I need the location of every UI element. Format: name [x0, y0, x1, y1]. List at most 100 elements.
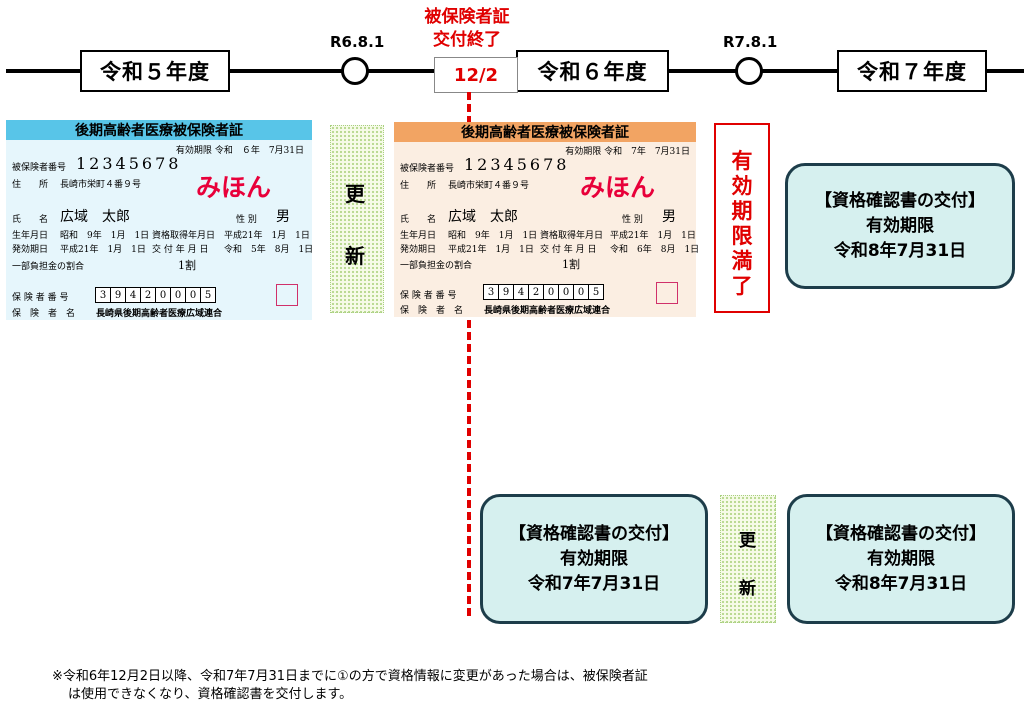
- birth-label: 生年月日: [12, 231, 49, 241]
- renewal-char-2: 新: [739, 579, 756, 599]
- certificate-end-label-line1: 被保険者証: [424, 7, 510, 27]
- insurer-number-digits: 3 9 4 2 0 0 0 5: [95, 287, 216, 303]
- address-label: 住 所: [12, 180, 49, 190]
- expiry-box: 有 効 期 限 満 了: [714, 123, 770, 313]
- certificate-end-label-line2: 交付終了: [433, 30, 501, 50]
- insurer-digit: 0: [155, 287, 171, 303]
- sex-label: 性 別: [622, 215, 643, 225]
- insured-number: 12345678: [464, 155, 570, 174]
- acquire-label: 資格取得年月日: [540, 231, 604, 241]
- burden-ratio: 1割: [562, 258, 580, 271]
- acquire-label: 資格取得年月日: [152, 231, 216, 241]
- expiry-char: 有: [731, 149, 753, 173]
- insurer-digit: 9: [110, 287, 126, 303]
- birth: 昭和 9年 1月 1日: [448, 231, 538, 241]
- certificate-box-bottom-right: 【資格確認書の交付】 有効期限 令和8年7月31日: [787, 494, 1015, 624]
- acquire: 平成21年 1月 1日: [224, 231, 310, 241]
- insured-number-label: 被保険者番号: [400, 164, 455, 174]
- issue-date: 令和 6年 8月 1日: [610, 245, 700, 255]
- end-date-dashed-line: [467, 92, 471, 616]
- footnote-line-2: は使用できなくなり、資格確認書を交付します。: [68, 687, 353, 702]
- insured-number-label: 被保険者番号: [12, 163, 67, 173]
- insured-name: 広域 太郎: [448, 209, 518, 225]
- validity-label: 有効期限: [175, 146, 212, 156]
- insurer-digit: 0: [170, 287, 186, 303]
- burden-ratio: 1割: [178, 259, 196, 272]
- date-r7-8-1: R7.8.1: [723, 33, 778, 51]
- fiscal-year-r6: 令和６年度: [516, 50, 669, 92]
- address: 長崎市栄町４番９号: [448, 181, 530, 191]
- acquire: 平成21年 1月 1日: [610, 231, 696, 241]
- insurer-digit: 2: [528, 284, 544, 300]
- issue-effective-label: 発効期日: [12, 245, 49, 255]
- issue-effective: 平成21年 1月 1日: [60, 245, 146, 255]
- card-validity: 有効期限 令和 ６年 7月31日: [176, 143, 304, 156]
- sex: 男: [276, 209, 290, 225]
- end-date-box: 12/2: [434, 57, 518, 93]
- expiry-char: 限: [731, 224, 753, 248]
- issue-label: 交 付 年 月 日: [540, 245, 597, 255]
- certificate-box-bottom-left: 【資格確認書の交付】 有効期限 令和7年7月31日: [480, 494, 708, 624]
- birth: 昭和 9年 1月 1日: [60, 231, 150, 241]
- footnote-line-1: ※令和6年12月2日以降、令和7年7月31日までに①の方で資格情報に変更があった…: [52, 669, 648, 684]
- insurer-digit: 0: [573, 284, 589, 300]
- renewal-char-1: 更: [739, 531, 756, 551]
- burden-label: 一部負担金の割合: [400, 261, 473, 271]
- date-r6-8-1: R6.8.1: [330, 33, 385, 51]
- insurer-seal: [276, 284, 298, 306]
- sex: 男: [662, 209, 676, 225]
- sample-stamp: みほん: [196, 173, 272, 202]
- expiry-char: 効: [731, 174, 753, 198]
- certificate-validity-date: 令和8年7月31日: [833, 240, 967, 261]
- insurer-digit: 9: [498, 284, 514, 300]
- insurer-label: 保 険 者 名: [12, 309, 76, 319]
- insurer-digit: 0: [558, 284, 574, 300]
- expiry-char: 満: [731, 249, 753, 273]
- renewal-box-1: 更 新: [330, 125, 384, 313]
- address-label: 住 所: [400, 181, 437, 191]
- card-validity: 有効期限 令和 7年 7月31日: [565, 144, 690, 157]
- expiry-char: 了: [731, 274, 753, 298]
- insurer-digit: 3: [483, 284, 499, 300]
- issue-date: 令和 5年 8月 1日: [224, 245, 314, 255]
- insured-number: 12345678: [76, 154, 182, 173]
- validity-value: 令和 ６年 7月31日: [214, 146, 304, 156]
- insurer-number-digits: 3 9 4 2 0 0 0 5: [483, 284, 604, 300]
- name-label: 氏 名: [12, 215, 49, 225]
- fiscal-year-r7: 令和７年度: [837, 50, 987, 92]
- insurer-digit: 2: [140, 287, 156, 303]
- expiry-char: 期: [731, 199, 753, 223]
- birth-label: 生年月日: [400, 231, 437, 241]
- insurer-seal: [656, 282, 678, 304]
- validity-value: 令和 7年 7月31日: [604, 147, 690, 157]
- certificate-validity-label: 有効期限: [867, 548, 935, 569]
- renewal-char-1: 更: [345, 182, 365, 206]
- certificate-validity-date: 令和8年7月31日: [834, 573, 968, 594]
- insurer-digit: 5: [200, 287, 216, 303]
- timeline-node-r6: [341, 57, 369, 85]
- insured-name: 広域 太郎: [60, 209, 130, 225]
- certificate-title: 【資格確認書の交付】: [816, 523, 986, 544]
- insurer-number-label: 保 険 者 番 号: [12, 293, 69, 303]
- insurance-card-r5: 後期高齢者医療被保険者証 有効期限 令和 ６年 7月31日 被保険者番号 123…: [6, 120, 314, 320]
- burden-label: 一部負担金の割合: [12, 262, 85, 272]
- address: 長崎市栄町４番９号: [60, 180, 142, 190]
- name-label: 氏 名: [400, 215, 437, 225]
- insurer-name: 長崎県後期高齢者医療広域連合: [96, 309, 223, 319]
- certificate-validity-label: 有効期限: [560, 548, 628, 569]
- insurer-digit: 0: [543, 284, 559, 300]
- validity-label: 有効期限: [565, 147, 602, 157]
- sample-stamp: みほん: [580, 173, 656, 202]
- certificate-title: 【資格確認書の交付】: [509, 523, 679, 544]
- insurance-card-r6: 後期高齢者医療被保険者証 有効期限 令和 7年 7月31日 被保険者番号 123…: [394, 122, 700, 317]
- fiscal-year-r5: 令和５年度: [80, 50, 230, 92]
- issue-label: 交 付 年 月 日: [152, 245, 209, 255]
- insurer-digit: 4: [513, 284, 529, 300]
- card-title: 後期高齢者医療被保険者証: [394, 122, 696, 142]
- insurer-digit: 5: [588, 284, 604, 300]
- insurer-name: 長崎県後期高齢者医療広域連合: [484, 306, 611, 316]
- certificate-title: 【資格確認書の交付】: [815, 190, 985, 211]
- certificate-validity-label: 有効期限: [866, 215, 934, 236]
- insurer-label: 保 険 者 名: [400, 306, 464, 316]
- renewal-char-2: 新: [345, 244, 365, 268]
